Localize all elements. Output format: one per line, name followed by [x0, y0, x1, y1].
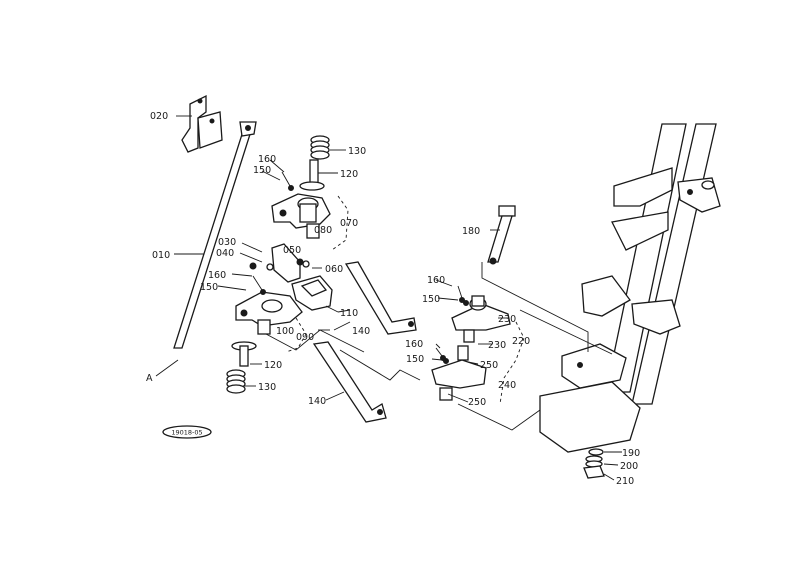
drawing-number-badge: 19018-05 [162, 425, 212, 439]
callout-150-c: 150 [422, 294, 440, 305]
callout-090: 090 [296, 332, 314, 343]
callout-130-upper: 130 [348, 146, 366, 157]
callout-140-upper: 140 [352, 326, 370, 337]
callout-150-a: 150 [253, 165, 271, 176]
pin-120-upper [299, 159, 325, 191]
gearbox-column [539, 123, 721, 453]
callout-200: 200 [620, 461, 638, 472]
callout-240: 240 [498, 380, 516, 391]
callout-120-lower: 120 [264, 360, 282, 371]
callout-190: 190 [622, 448, 640, 459]
callout-labels: 020 010 130 120 160 150 070 080 030 040 … [146, 111, 640, 487]
drawing-number: 19018-05 [171, 429, 202, 437]
callout-120-upper: 120 [340, 169, 358, 180]
link-rod-140-lower [312, 341, 387, 423]
reference-a: A [146, 373, 153, 384]
callout-210: 210 [616, 476, 634, 487]
callout-250-a: 250 [480, 360, 498, 371]
nut-210 [583, 465, 605, 479]
callout-230-a: 230 [498, 314, 516, 325]
spring-130-lower [226, 369, 246, 394]
spring-200 [585, 455, 603, 468]
callout-150-b: 150 [200, 282, 218, 293]
callout-060: 060 [325, 264, 343, 275]
callout-140-lower: 140 [308, 396, 326, 407]
washer-190 [588, 448, 604, 456]
callout-250-b: 250 [468, 397, 486, 408]
callout-010: 010 [152, 250, 170, 261]
callout-160-c: 160 [427, 275, 445, 286]
spring-130-upper [310, 135, 330, 160]
callout-080: 080 [314, 225, 332, 236]
link-rod-140-upper [344, 261, 417, 335]
assembly-lines [265, 195, 613, 431]
callout-230-b: 230 [488, 340, 506, 351]
callout-050: 050 [283, 245, 301, 256]
callout-150-d: 150 [406, 354, 424, 365]
callout-130-lower: 130 [258, 382, 276, 393]
callout-180: 180 [462, 226, 480, 237]
shift-arm-110 [249, 243, 333, 311]
pin-120-lower [231, 341, 257, 367]
small-pins [252, 171, 465, 361]
callout-160-b: 160 [208, 270, 226, 281]
callout-040: 040 [216, 248, 234, 259]
bracket-020 [181, 94, 223, 153]
leader-lines [155, 115, 622, 481]
bolt-180 [487, 205, 516, 265]
callout-030: 030 [218, 237, 236, 248]
callout-020: 020 [150, 111, 168, 122]
callout-220: 220 [512, 336, 530, 347]
callout-110: 110 [340, 308, 358, 319]
callout-160-d: 160 [405, 339, 423, 350]
callout-070: 070 [340, 218, 358, 229]
shift-fork-upper-070 [271, 193, 331, 239]
callout-100: 100 [276, 326, 294, 337]
shift-fork-lower-090 [235, 291, 303, 335]
callout-160-a: 160 [258, 154, 276, 165]
shift-rod-010 [173, 121, 257, 349]
lever-set-220 [431, 295, 511, 401]
